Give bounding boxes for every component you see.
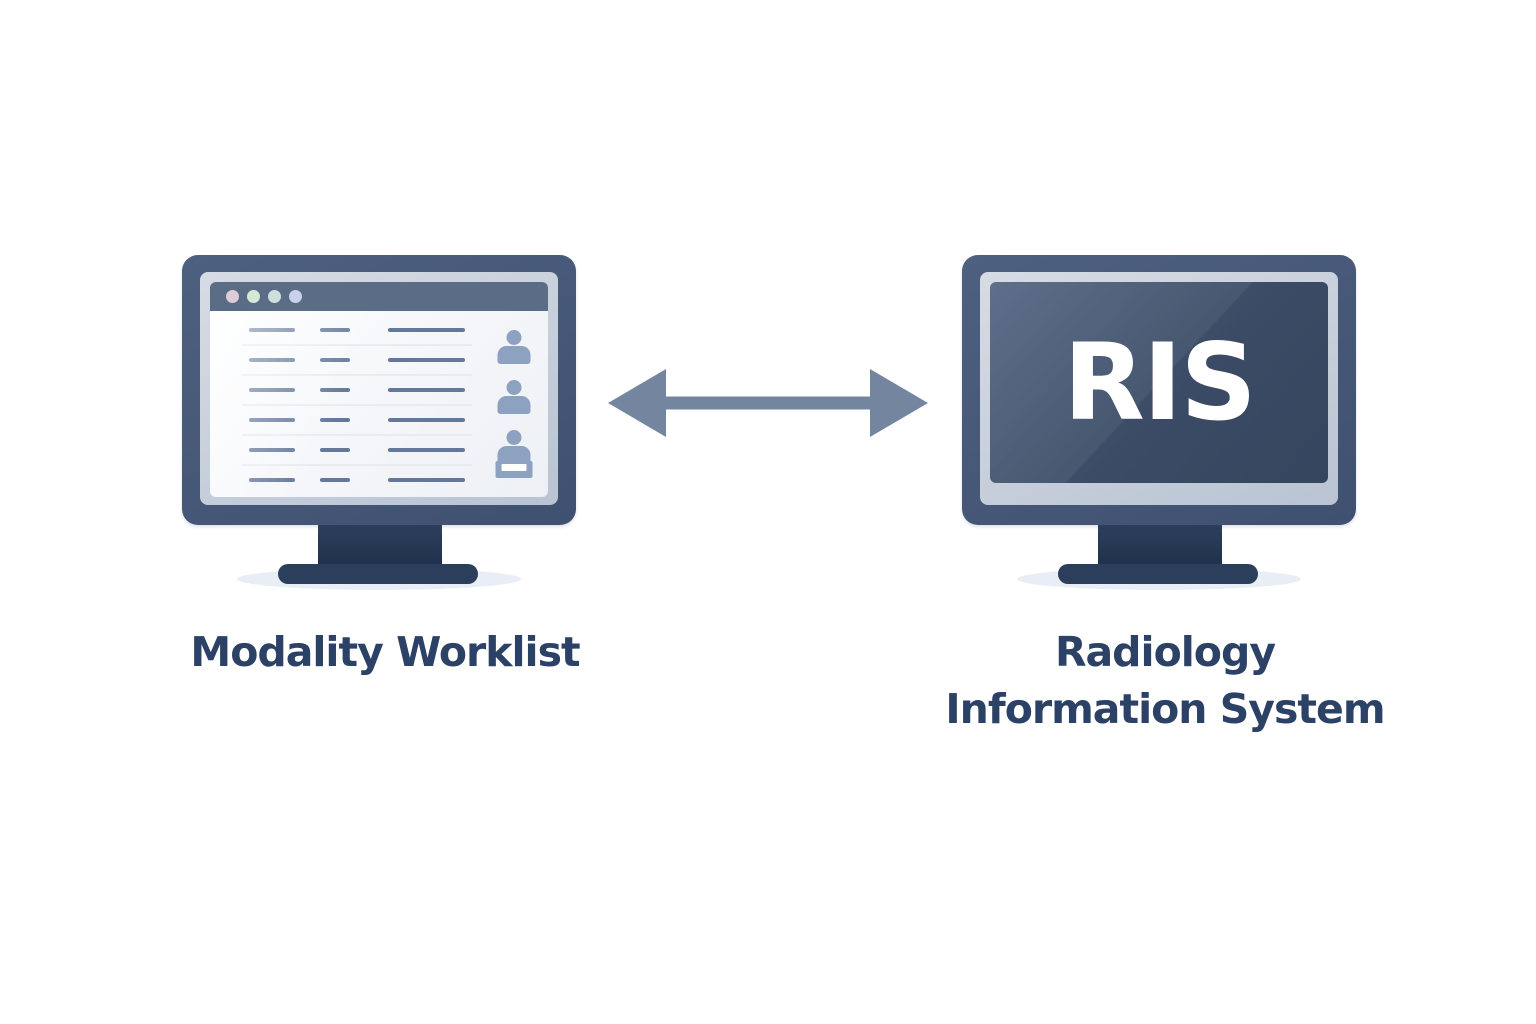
worklist-line (320, 358, 350, 362)
window-dot-icon (247, 290, 260, 303)
label-modality-worklist: Modality Worklist (190, 628, 580, 676)
worklist-line (388, 358, 465, 362)
monitor-bezel: RIS (962, 255, 1356, 525)
monitor-stand-base (278, 564, 478, 584)
person-icon (495, 330, 532, 364)
label-radiology-information-system: Radiology Information System (915, 624, 1415, 738)
worklist-row (242, 376, 472, 406)
worklist-row (242, 436, 472, 466)
monitor-stand-base (1058, 564, 1258, 584)
label-line-1: Radiology (1054, 628, 1276, 676)
worklist-row (242, 466, 472, 494)
worklist-line (249, 328, 295, 332)
ris-screen: RIS (990, 282, 1328, 483)
monitor-stand-neck (1098, 524, 1222, 568)
monitor-frame (200, 272, 558, 505)
worklist-line (388, 478, 465, 482)
monitor-stand-neck (318, 524, 442, 568)
worklist-window-titlebar (210, 282, 548, 311)
worklist-line (249, 418, 295, 422)
worklist-line (249, 388, 295, 392)
id-card-slot (501, 464, 526, 471)
person-head-icon (506, 380, 521, 395)
person-head-icon (506, 330, 521, 345)
worklist-line (388, 418, 465, 422)
worklist-window (210, 282, 548, 497)
person-body-icon (497, 396, 530, 414)
id-card-icon (495, 461, 532, 478)
window-dot-icon (268, 290, 281, 303)
worklist-line (320, 478, 350, 482)
worklist-line (320, 388, 350, 392)
worklist-line (388, 388, 465, 392)
worklist-line (249, 358, 295, 362)
person-icon-column (495, 330, 533, 478)
monitor-frame: RIS (980, 272, 1338, 505)
person-icon (495, 380, 532, 414)
person-body-icon (497, 346, 530, 364)
bidirectional-arrow-icon (600, 360, 936, 446)
worklist-line (249, 448, 295, 452)
worklist-line (249, 478, 295, 482)
worklist-row (242, 346, 472, 376)
ris-screen-text: RIS (1063, 320, 1256, 444)
person-head-icon (506, 430, 521, 445)
worklist-line (320, 418, 350, 422)
monitor-bezel (182, 255, 576, 525)
worklist-content (210, 311, 548, 497)
person-icon (495, 430, 532, 478)
browser-dots (226, 290, 302, 303)
worklist-line (388, 448, 465, 452)
window-dot-icon (226, 290, 239, 303)
worklist-row (242, 316, 472, 346)
window-dot-icon (289, 290, 302, 303)
person-body-icon (497, 446, 530, 464)
worklist-line (320, 448, 350, 452)
worklist-line (388, 328, 465, 332)
worklist-line (320, 328, 350, 332)
label-line-2: Information System (945, 685, 1385, 733)
worklist-row (242, 406, 472, 436)
worklist-rows (242, 316, 472, 494)
